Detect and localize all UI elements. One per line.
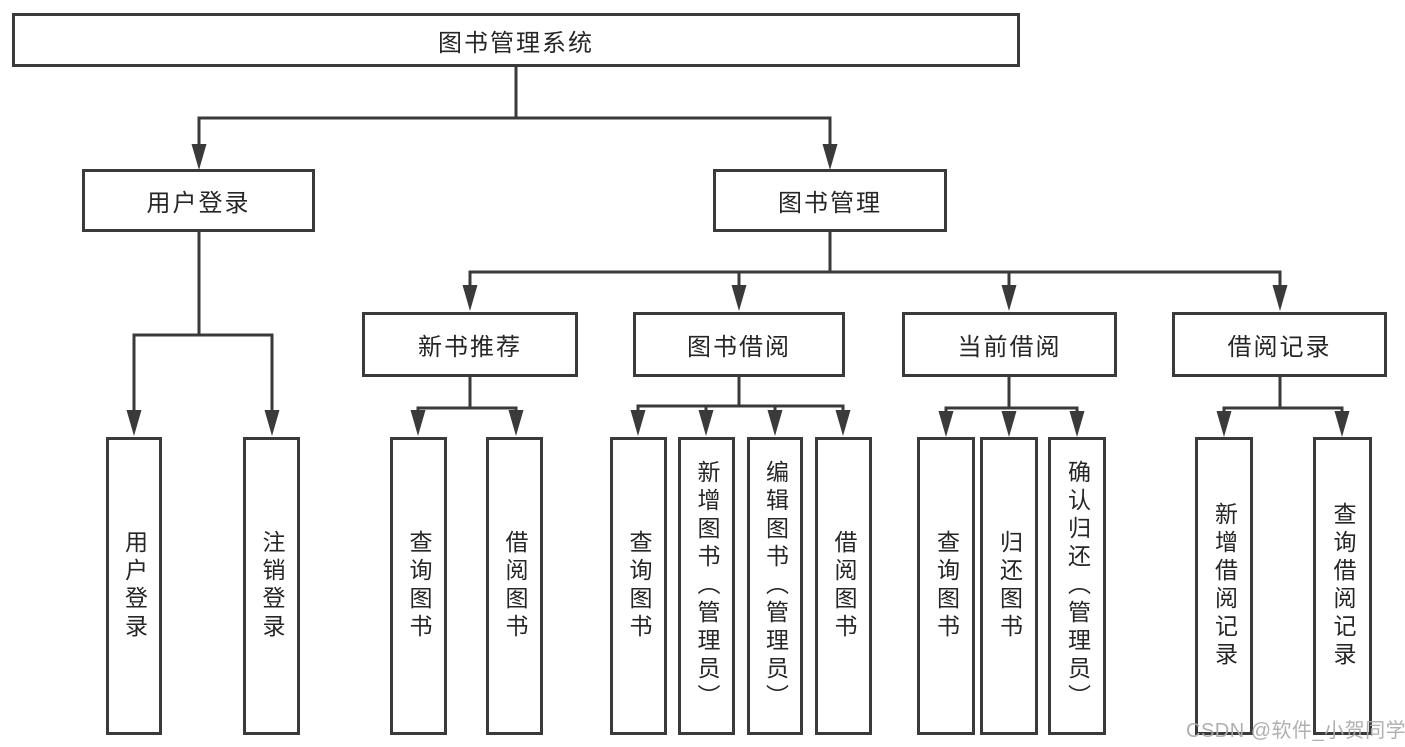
arrow-down-icon	[1001, 285, 1017, 311]
connector-user-login-to-leaves	[126, 230, 280, 436]
leaf-add-book-admin: 新增图书（管理员）	[678, 437, 735, 735]
arrow-down-icon	[1216, 411, 1232, 437]
leaf-query-borrow-record: 查询借阅记录	[1313, 437, 1372, 735]
arrow-down-icon	[767, 410, 783, 436]
connector-current-borrow-to-leaves	[938, 375, 1085, 437]
arrow-down-icon	[462, 285, 478, 311]
leaf-user-login: 用户登录	[106, 437, 162, 735]
leaf-borrow-query-books: 查询图书	[610, 437, 667, 735]
leaf-confirm-return-admin: 确认归还（管理员）	[1048, 437, 1106, 735]
node-book-borrow: 图书借阅	[633, 312, 845, 377]
node-user-login: 用户登录	[82, 169, 315, 232]
arrow-down-icon	[1069, 411, 1085, 437]
arrow-down-icon	[508, 410, 524, 436]
arrow-down-icon	[264, 410, 280, 436]
arrow-down-icon	[822, 144, 838, 170]
node-root-label: 图书管理系统	[438, 29, 594, 57]
leaf-edit-book-admin-label: 编辑图书（管理员）	[762, 460, 789, 712]
node-borrow-records-label: 借阅记录	[1227, 334, 1332, 361]
connector-root-to-level2	[191, 65, 838, 170]
leaf-current-query-books: 查询图书	[917, 437, 975, 735]
leaf-logout: 注销登录	[243, 437, 300, 735]
arrow-down-icon	[191, 144, 207, 170]
node-current-borrow-label: 当前借阅	[957, 334, 1062, 361]
node-root: 图书管理系统	[12, 13, 1020, 67]
leaf-edit-book-admin: 编辑图书（管理员）	[747, 437, 803, 735]
leaf-borrow-query-books-label: 查询图书	[626, 530, 652, 642]
leaf-user-login-label: 用户登录	[121, 530, 148, 642]
node-book-borrow-label: 图书借阅	[687, 334, 791, 361]
leaf-query-borrow-record-label: 查询借阅记录	[1330, 502, 1356, 670]
node-user-login-label: 用户登录	[146, 190, 251, 217]
arrow-down-icon	[938, 411, 954, 437]
leaf-add-borrow-record-label: 新增借阅记录	[1211, 502, 1238, 670]
arrow-down-icon	[835, 410, 851, 436]
leaf-recommend-borrow-books: 借阅图书	[486, 437, 543, 735]
node-new-book-recommend-label: 新书推荐	[418, 334, 522, 361]
leaf-logout-label: 注销登录	[259, 530, 285, 642]
connector-book-borrow-to-leaves	[630, 375, 851, 436]
leaf-recommend-query-books: 查询图书	[390, 437, 447, 735]
node-book-management: 图书管理	[713, 169, 947, 232]
arrow-down-icon	[1001, 411, 1017, 437]
leaf-return-book: 归还图书	[980, 437, 1038, 735]
connector-borrow-records-to-leaves	[1216, 375, 1350, 437]
arrow-down-icon	[1272, 285, 1288, 311]
leaf-add-borrow-record: 新增借阅记录	[1195, 437, 1253, 735]
arrow-down-icon	[1334, 411, 1350, 437]
leaf-confirm-return-admin-label: 确认归还（管理员）	[1064, 460, 1091, 712]
arrow-down-icon	[126, 410, 142, 436]
arrow-down-icon	[731, 285, 747, 311]
node-borrow-records: 借阅记录	[1172, 312, 1387, 377]
leaf-add-book-admin-label: 新增图书（管理员）	[694, 460, 720, 712]
node-current-borrow: 当前借阅	[902, 312, 1117, 377]
leaf-borrow-books-label: 借阅图书	[831, 530, 857, 642]
leaf-return-book-label: 归还图书	[996, 530, 1023, 642]
connector-new-book-recommend-to-leaves	[410, 375, 524, 436]
leaf-current-query-books-label: 查询图书	[933, 530, 960, 642]
connector-book-management-to-level3	[462, 230, 1288, 311]
arrow-down-icon	[630, 410, 646, 436]
leaf-borrow-books: 借阅图书	[815, 437, 872, 735]
leaf-recommend-borrow-books-label: 借阅图书	[502, 530, 528, 642]
csdn-watermark: CSDN @软件_小贺同学	[1186, 720, 1405, 742]
node-book-management-label: 图书管理	[778, 190, 882, 217]
leaf-recommend-query-books-label: 查询图书	[406, 530, 432, 642]
node-new-book-recommend: 新书推荐	[362, 312, 578, 377]
arrow-down-icon	[698, 410, 714, 436]
arrow-down-icon	[410, 410, 426, 436]
